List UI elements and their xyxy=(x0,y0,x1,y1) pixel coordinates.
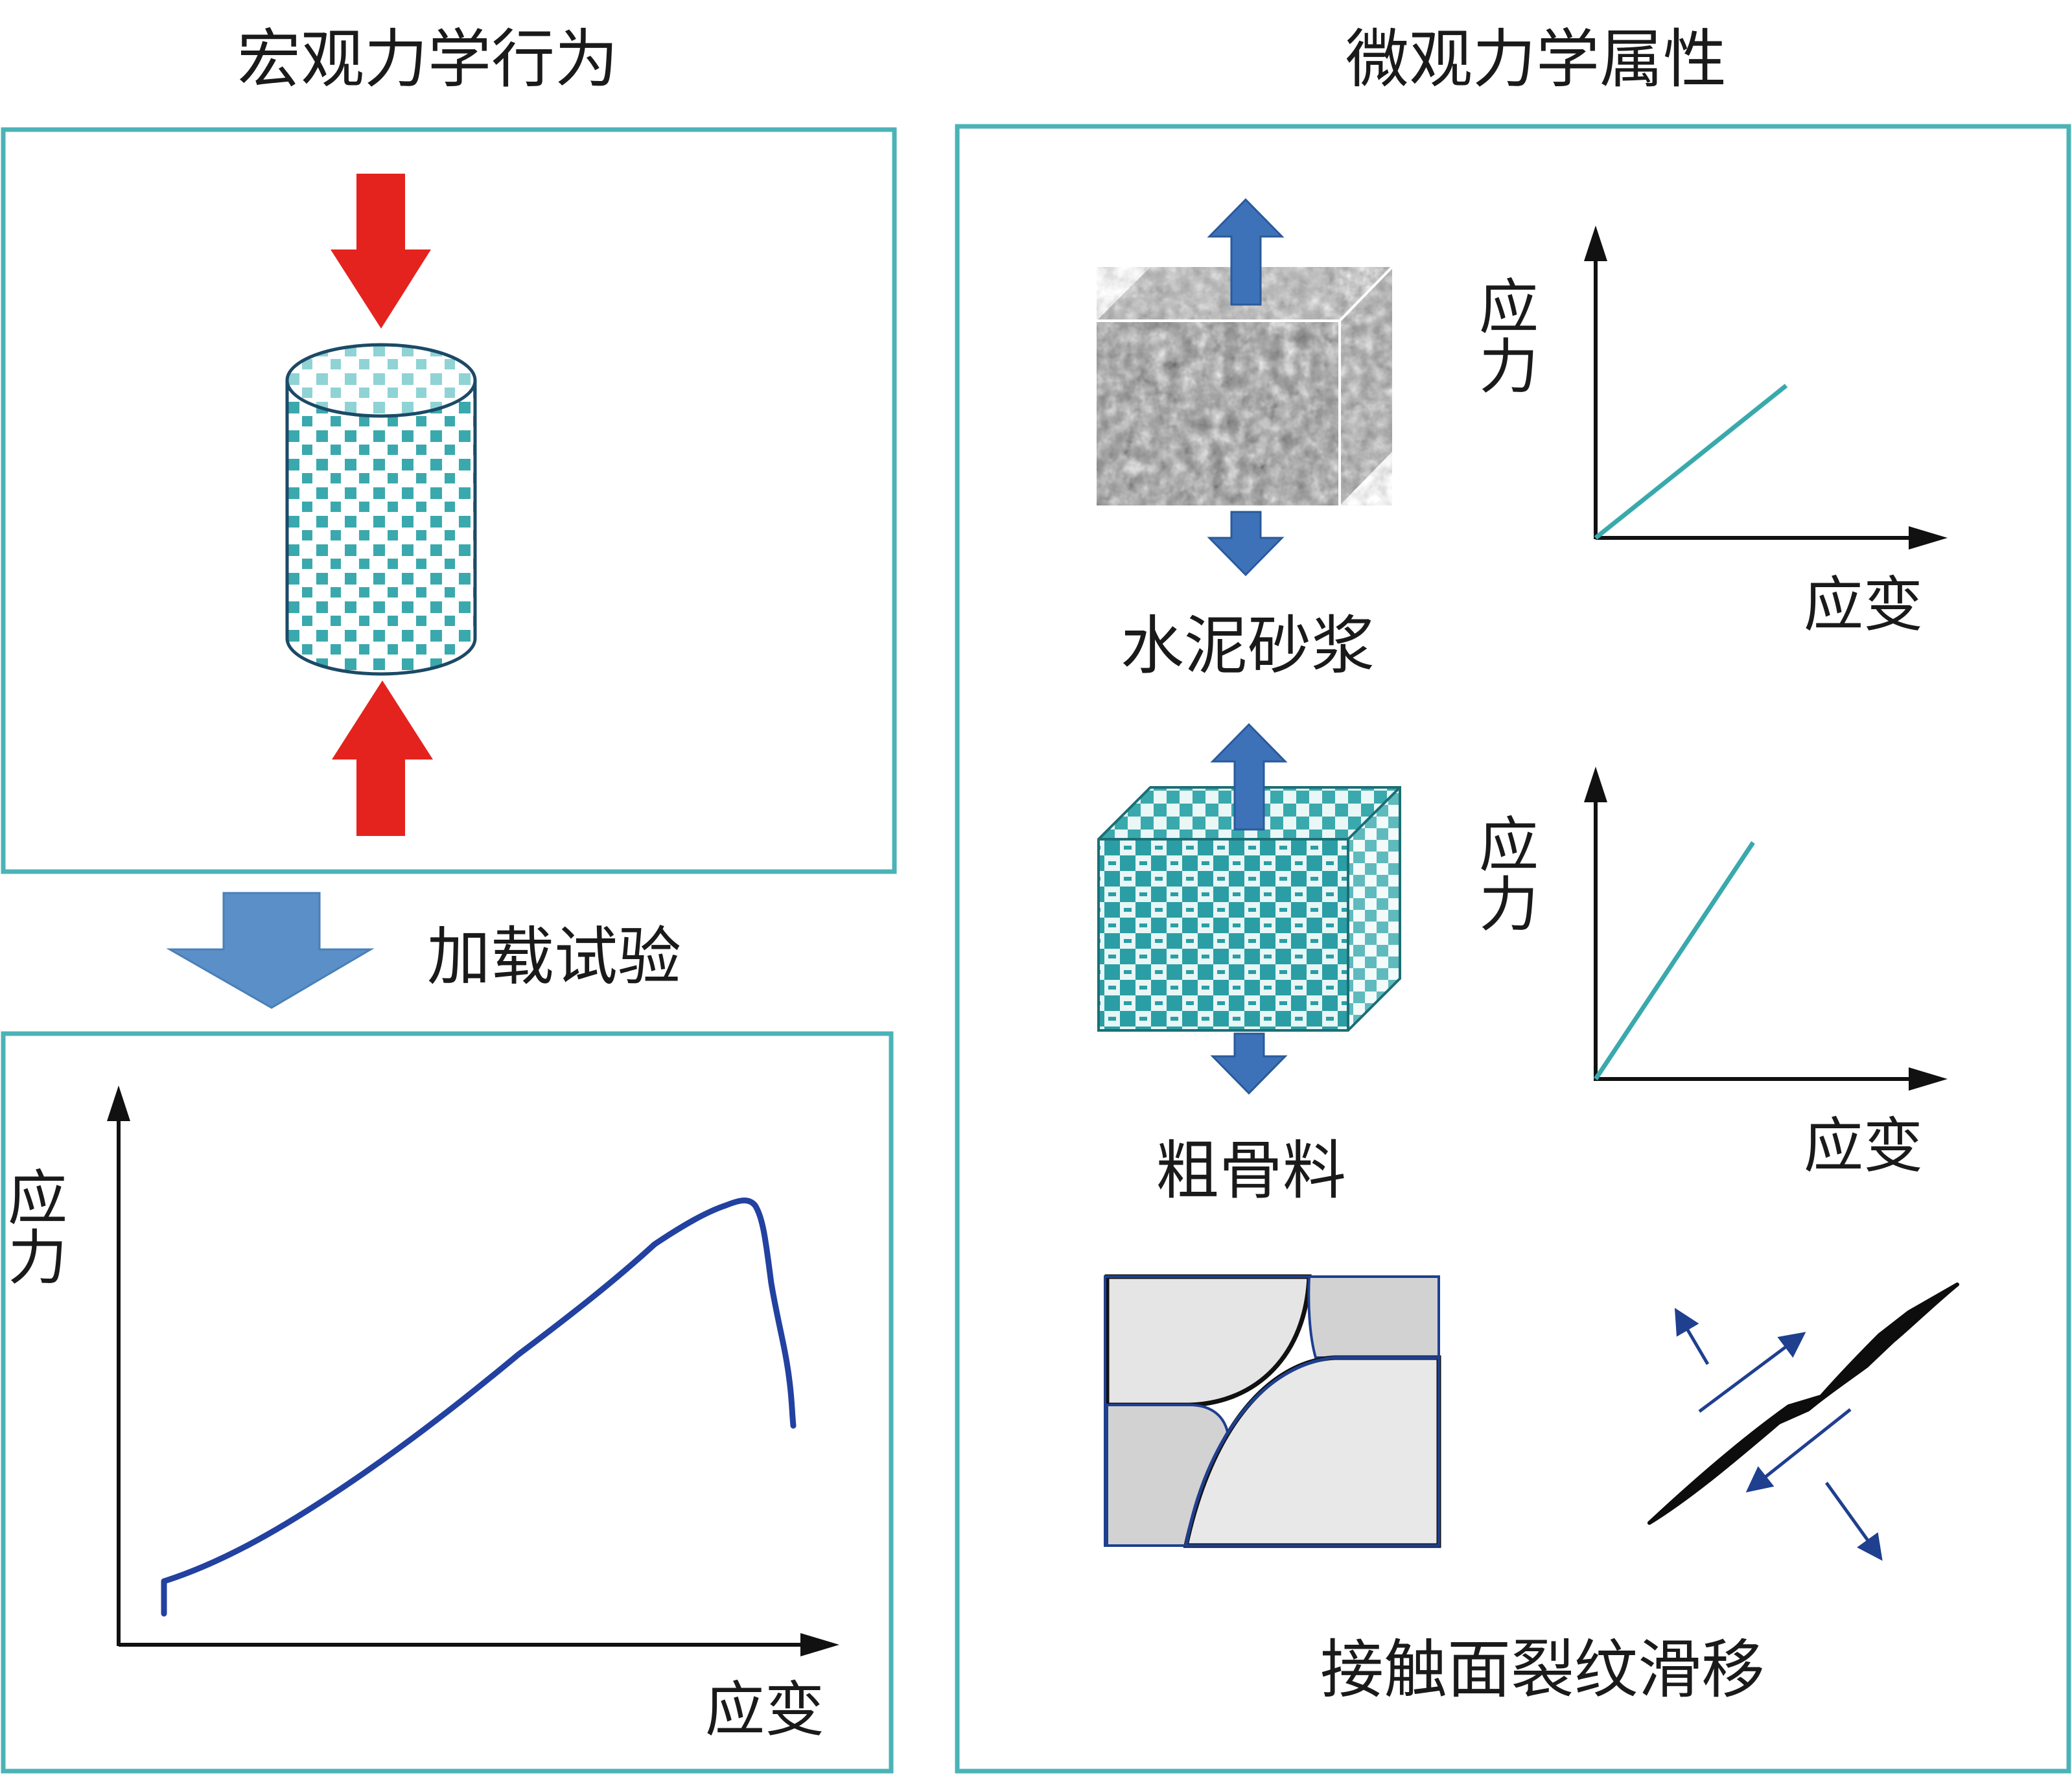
macro-y-label: 应力 xyxy=(0,1166,67,1286)
aggregate-linear-line xyxy=(1594,841,1755,1080)
macro-stress-strain-chart: 应力 应变 xyxy=(0,1085,839,1745)
macro-curve-line xyxy=(161,1198,797,1617)
loading-arrow-icon xyxy=(166,892,375,1009)
interface-block xyxy=(1104,1274,1441,1548)
mortar-y-label: 应力 xyxy=(1469,275,1539,395)
interface-label: 接触面裂纹滑移 xyxy=(1320,1633,1765,1707)
mortar-linear-line xyxy=(1594,384,1788,540)
aggregate-cube xyxy=(1097,786,1401,1032)
mortar-stress-strain-chart: 应力 应变 xyxy=(1469,226,1948,640)
up-arrow-icon xyxy=(332,680,433,836)
loading-label: 加载试验 xyxy=(427,920,681,994)
mortar-label: 水泥砂浆 xyxy=(1121,609,1375,683)
macro-curve-panel xyxy=(1,1031,894,1774)
concrete-cylinder xyxy=(285,343,477,676)
crack-icon xyxy=(1647,1282,1959,1525)
down-arrow-icon xyxy=(331,174,431,329)
micro-title: 微观力学属性 xyxy=(1345,23,1727,97)
mortar-x-label: 应变 xyxy=(1804,570,1923,640)
aggregate-y-label: 应力 xyxy=(1469,813,1539,933)
aggregate-stress-strain-chart: 应力 应变 xyxy=(1469,767,1948,1181)
mortar-up-arrow-icon xyxy=(1207,198,1285,306)
macro-specimen-panel xyxy=(1,127,897,874)
aggregate-x-label: 应变 xyxy=(1804,1111,1923,1181)
aggregate-label: 粗骨料 xyxy=(1156,1134,1346,1208)
slip-arrows-icon xyxy=(1674,1308,1883,1561)
micro-panel xyxy=(955,124,2071,1774)
macro-title: 宏观力学行为 xyxy=(237,23,618,97)
mortar-down-arrow-icon xyxy=(1207,511,1285,577)
aggregate-down-arrow-icon xyxy=(1210,1032,1288,1095)
macro-x-label: 应变 xyxy=(705,1675,824,1745)
aggregate-up-arrow-icon xyxy=(1210,723,1288,831)
